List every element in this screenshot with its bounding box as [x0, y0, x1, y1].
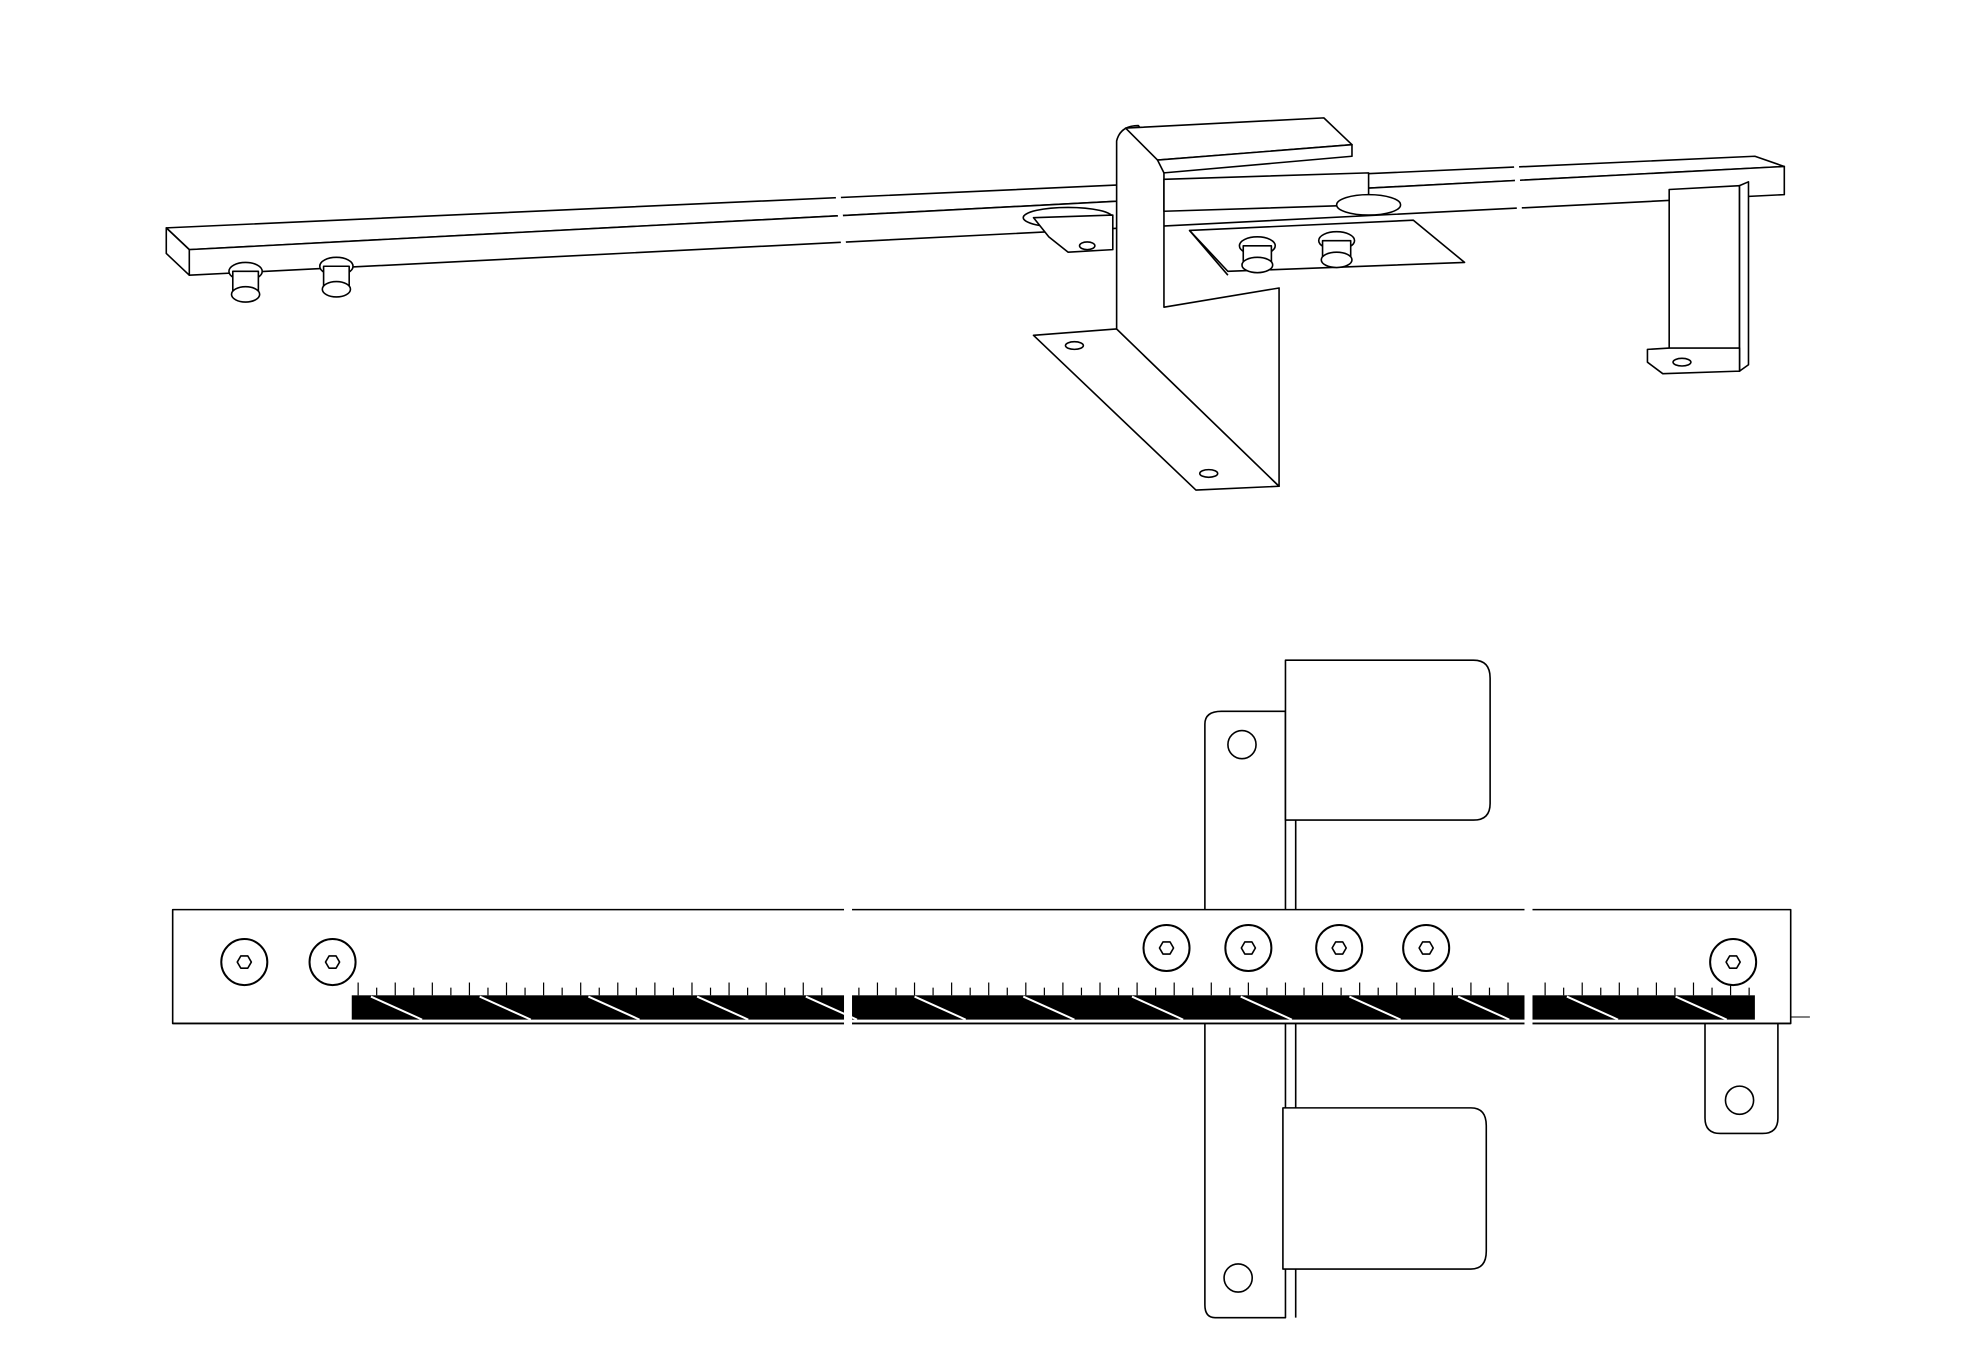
bolt-head-icon: [1225, 925, 1271, 971]
bolt-head-icon: [1143, 925, 1189, 971]
bolt-head-icon: [1710, 939, 1756, 985]
ruler-hatch: [371, 997, 422, 1020]
bolt-head-icon: [221, 939, 267, 985]
end-bracket: [1647, 182, 1748, 374]
ruler-hatch: [1241, 997, 1292, 1020]
ruler-hatch: [1132, 997, 1183, 1020]
nut-bolt: [320, 257, 353, 297]
bolt-head-icon: [1403, 925, 1449, 971]
bolt-heads: [221, 925, 1756, 985]
ruler-hatch: [915, 997, 966, 1020]
bolt-head-icon: [310, 939, 356, 985]
isometric-view: [166, 118, 1784, 490]
ruler-hatch: [588, 997, 639, 1020]
ruler-hatch: [1676, 997, 1727, 1020]
end-tab: [1705, 1020, 1778, 1134]
lower-tab: [1283, 1108, 1486, 1269]
rail-bar-top: [173, 902, 1810, 1030]
ruler-strip: [351, 995, 1755, 1020]
top-view: [173, 660, 1810, 1317]
nut-bolt: [229, 262, 262, 302]
bolt-head-icon: [1316, 925, 1362, 971]
ruler-hatch: [1349, 997, 1400, 1020]
end-tab-hole: [1725, 1086, 1753, 1114]
z-bracket: [1023, 118, 1464, 490]
ruler-hatch: [1567, 997, 1618, 1020]
ruler-hatch: [480, 997, 531, 1020]
rail-bar: [166, 154, 1784, 276]
ruler-hatch: [1458, 997, 1509, 1020]
ruler-hatch: [1023, 997, 1074, 1020]
nut-bolt: [1239, 237, 1275, 273]
ruler-hatch: [697, 997, 748, 1020]
nut-bolt: [1319, 232, 1355, 268]
upper-tab: [1285, 660, 1490, 820]
ruler-ticks: [358, 983, 1749, 1020]
